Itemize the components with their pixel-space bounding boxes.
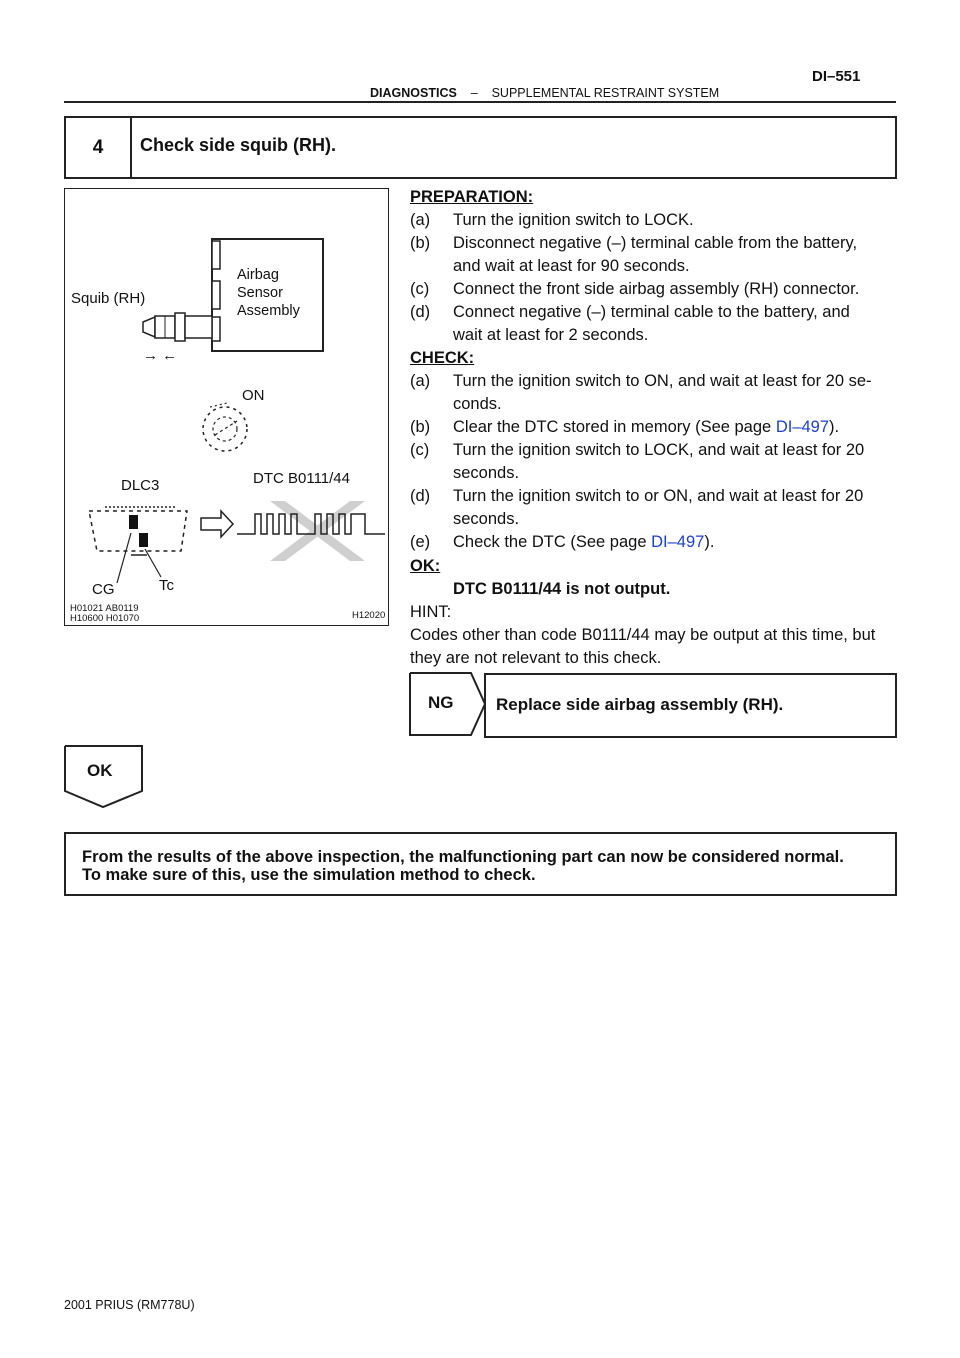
check-b-mark: (b): [410, 418, 431, 436]
squib-label: Squib (RH): [71, 290, 146, 307]
prep-b-cont: and wait at least for 90 seconds.: [453, 257, 690, 275]
result-line-1: From the results of the above inspection…: [82, 848, 844, 866]
ng-action-text: Replace side airbag assembly (RH).: [496, 695, 784, 714]
check-c-mark: (c): [410, 441, 430, 459]
footer-model: 2001 PRIUS (RM778U): [64, 1298, 195, 1312]
step-box: 4 Check side squib (RH).: [64, 116, 897, 179]
sensor-label-2: Sensor: [237, 285, 283, 301]
prep-b-text: Disconnect negative (–) terminal cable f…: [453, 234, 858, 252]
preparation-heading: PREPARATION:: [410, 188, 534, 206]
prep-d-cont: wait at least for 2 seconds.: [453, 326, 649, 344]
check-a-cont: conds.: [453, 395, 502, 413]
ng-label: NG: [428, 693, 454, 712]
prep-d-mark: (d): [410, 303, 431, 321]
page-number: DI–551: [812, 68, 861, 85]
check-c-cont: seconds.: [453, 464, 520, 482]
ok-text: DTC B0111/44 is not output.: [453, 580, 671, 598]
hint-line-2: they are not relevant to this check.: [410, 649, 662, 667]
hint-heading: HINT:: [410, 603, 452, 621]
hint-line-1: Codes other than code B0111/44 may be ou…: [410, 626, 876, 644]
figure-code-1: H01021 AB0119: [70, 603, 139, 614]
step-title: Check side squib (RH).: [140, 135, 337, 155]
check-d-text: Turn the ignition switch to or ON, and w…: [453, 487, 864, 505]
header-rule: [64, 101, 896, 103]
prep-b-mark: (b): [410, 234, 431, 252]
step-number: 4: [66, 118, 132, 177]
prep-c-text: Connect the front side airbag assembly (…: [453, 280, 860, 298]
sensor-label-1: Airbag: [237, 267, 279, 283]
page-link-di497-2[interactable]: DI–497: [651, 533, 705, 551]
ok-heading: OK:: [410, 557, 441, 575]
check-a-mark: (a): [410, 372, 431, 390]
running-header: DIAGNOSTICS – SUPPLEMENTAL RESTRAINT SYS…: [370, 86, 719, 100]
dtc-label: DTC B0111/44: [253, 470, 350, 487]
prep-d-text: Connect negative (–) terminal cable to t…: [453, 303, 850, 321]
prep-a-text: Turn the ignition switch to LOCK.: [453, 211, 694, 229]
check-d-cont: seconds.: [453, 510, 520, 528]
figure-code-2: H10600 H01070: [70, 613, 140, 624]
check-heading: CHECK:: [410, 349, 475, 367]
ok-arrow-shape: [64, 745, 143, 809]
check-e-text: Check the DTC (See page DI–497).: [453, 533, 715, 551]
prep-c-mark: (c): [410, 280, 430, 298]
ok-flow-label: OK: [87, 761, 113, 780]
on-label: ON: [242, 387, 265, 404]
figure-code-right: H12020: [352, 610, 386, 621]
illustration-drawing: [88, 238, 385, 584]
check-c-text: Turn the ignition switch to LOCK, and wa…: [453, 441, 865, 459]
result-line-2: To make sure of this, use the simulation…: [82, 866, 536, 884]
check-e-mark: (e): [410, 533, 431, 551]
page-link-di497[interactable]: DI–497: [775, 418, 830, 436]
prep-a-mark: (a): [410, 211, 431, 229]
check-a-text: Turn the ignition switch to ON, and wait…: [453, 372, 872, 390]
cg-label: CG: [92, 581, 115, 598]
arrows-label: → ←: [143, 347, 178, 364]
header-separator: –: [470, 86, 478, 100]
check-d-mark: (d): [410, 487, 431, 505]
header-subsection: SUPPLEMENTAL RESTRAINT SYSTEM: [491, 86, 720, 100]
tc-label: Tc: [159, 577, 174, 594]
header-section: DIAGNOSTICS: [370, 86, 457, 100]
ng-action-box: Replace side airbag assembly (RH).: [484, 673, 897, 738]
result-box: From the results of the above inspection…: [64, 832, 897, 896]
check-b-text: Clear the DTC stored in memory (See page…: [453, 418, 840, 436]
dlc3-label: DLC3: [121, 477, 160, 494]
illustration: Squib (RH) Airbag Sensor Assembly → ← ON…: [64, 188, 389, 626]
sensor-box: [211, 238, 324, 352]
sensor-label-3: Assembly: [237, 303, 300, 319]
ng-arrow-shape: [409, 672, 487, 736]
